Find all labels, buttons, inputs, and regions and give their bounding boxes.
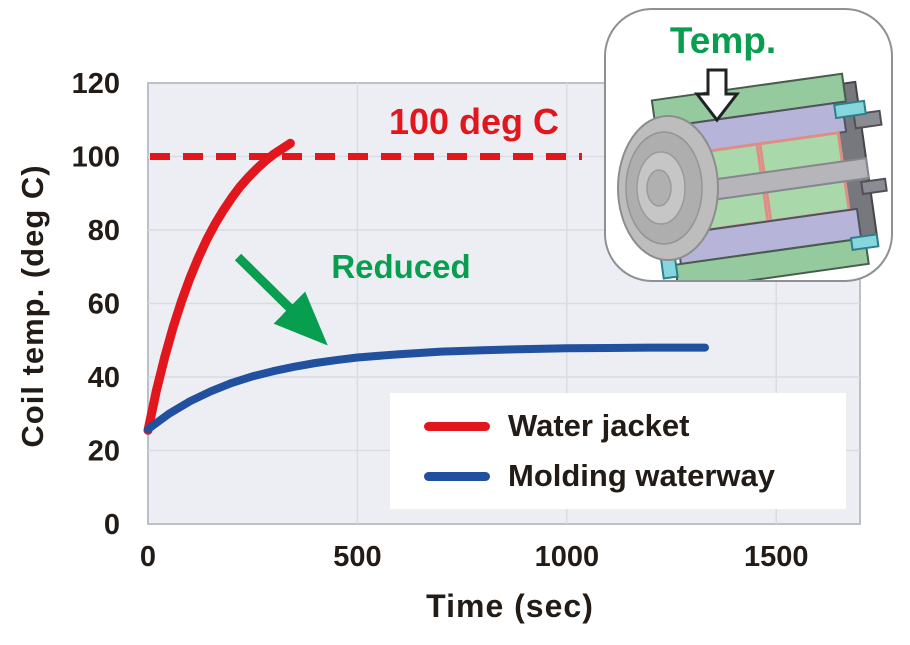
- motor-cutaway-illustration: [617, 68, 888, 280]
- y-tick-label: 120: [72, 68, 120, 100]
- limit-annotation: 100 deg C: [388, 101, 560, 142]
- inset-title: Temp.: [669, 20, 777, 61]
- legend-label-water-jacket: Water jacket: [508, 408, 690, 443]
- series-line-water-jacket: [143, 138, 295, 435]
- x-tick-label: 0: [140, 541, 156, 573]
- motor-inset: Temp.: [604, 8, 893, 282]
- y-tick-label: 60: [88, 289, 120, 321]
- x-tick-label: 1500: [744, 541, 809, 573]
- x-tick-label: 500: [333, 541, 381, 573]
- series-line-molding-waterway: [144, 343, 709, 434]
- legend-label-molding-waterway: Molding waterway: [508, 458, 775, 493]
- y-tick-label: 80: [88, 215, 120, 247]
- molding-waterway-line-swatch: [424, 471, 490, 481]
- y-tick-label: 100: [72, 142, 120, 174]
- temp-arrow-icon: [693, 68, 741, 123]
- legend: Water jacket Molding waterway: [390, 393, 846, 509]
- y-tick-label: 0: [104, 509, 120, 541]
- y-axis-title: Coil temp. (deg C): [15, 164, 50, 448]
- motor-flange: [617, 115, 719, 261]
- reduced-annotation: Reduced: [331, 248, 471, 285]
- y-tick-label: 20: [88, 436, 120, 468]
- x-axis-title: Time (sec): [426, 588, 594, 624]
- legend-item-molding-waterway: Molding waterway: [424, 458, 846, 494]
- y-tick-label: 40: [88, 362, 120, 394]
- legend-item-water-jacket: Water jacket: [424, 408, 846, 444]
- x-tick-label: 1000: [535, 541, 600, 573]
- water-jacket-line-swatch: [424, 421, 490, 431]
- reduced-arrow-icon: [234, 253, 328, 346]
